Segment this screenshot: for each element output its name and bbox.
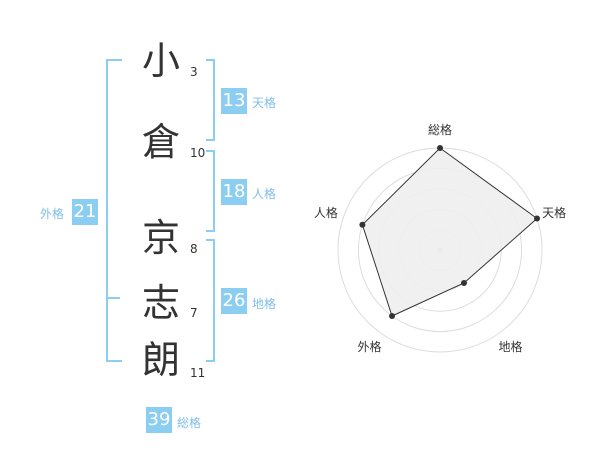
radar-point-1 — [437, 145, 443, 151]
radar-axis-label-2: 天格 — [542, 205, 566, 220]
jinkaku-label: 人格 — [252, 187, 277, 201]
name-char-4: 志 — [141, 281, 180, 325]
radar-axis-label-3: 地格 — [499, 339, 523, 354]
soukaku-label: 総格 — [177, 416, 202, 430]
radar-point-4 — [389, 313, 396, 320]
gaikaku-bracket-tick — [106, 297, 120, 299]
gaikaku-bracket — [106, 59, 122, 362]
radar-points — [359, 145, 541, 320]
radar-area — [361, 147, 538, 317]
chikaku-label: 地格 — [252, 297, 277, 311]
name-stroke-diagram: 小 倉 京 志 朗 3 10 8 7 11 13 天格 18 人格 26 地格 … — [40, 39, 277, 433]
name-char-3: 京 — [141, 216, 180, 260]
soukaku-badge: 39 — [146, 407, 172, 433]
stroke-count-3: 8 — [190, 242, 198, 256]
tenkaku-label: 天格 — [252, 96, 277, 110]
stroke-count-4: 7 — [190, 306, 198, 320]
stroke-count-1: 3 — [190, 65, 198, 79]
jinkaku-badge: 18 — [221, 179, 247, 205]
chikaku-badge: 26 — [221, 288, 247, 314]
chikaku-bracket — [206, 239, 215, 362]
tenkaku-badge: 13 — [221, 88, 247, 114]
tenkaku-bracket — [206, 59, 215, 141]
radar-point-3 — [460, 280, 467, 287]
radar-point-2 — [534, 215, 541, 222]
name-char-2: 倉 — [141, 120, 180, 164]
radar-axis-label-5: 人格 — [314, 205, 338, 220]
stroke-count-5: 11 — [190, 366, 206, 380]
radar-axis-label-4: 外格 — [357, 339, 381, 354]
radar-axis-label-1: 総格 — [428, 122, 452, 137]
gaikaku-label: 外格 — [40, 207, 65, 221]
jinkaku-bracket — [206, 150, 215, 232]
name-char-5: 朗 — [141, 338, 180, 382]
stroke-count-2: 10 — [190, 146, 206, 160]
radar-point-5 — [359, 221, 366, 228]
gaikaku-badge: 21 — [72, 199, 98, 225]
name-char-1: 小 — [141, 39, 180, 83]
